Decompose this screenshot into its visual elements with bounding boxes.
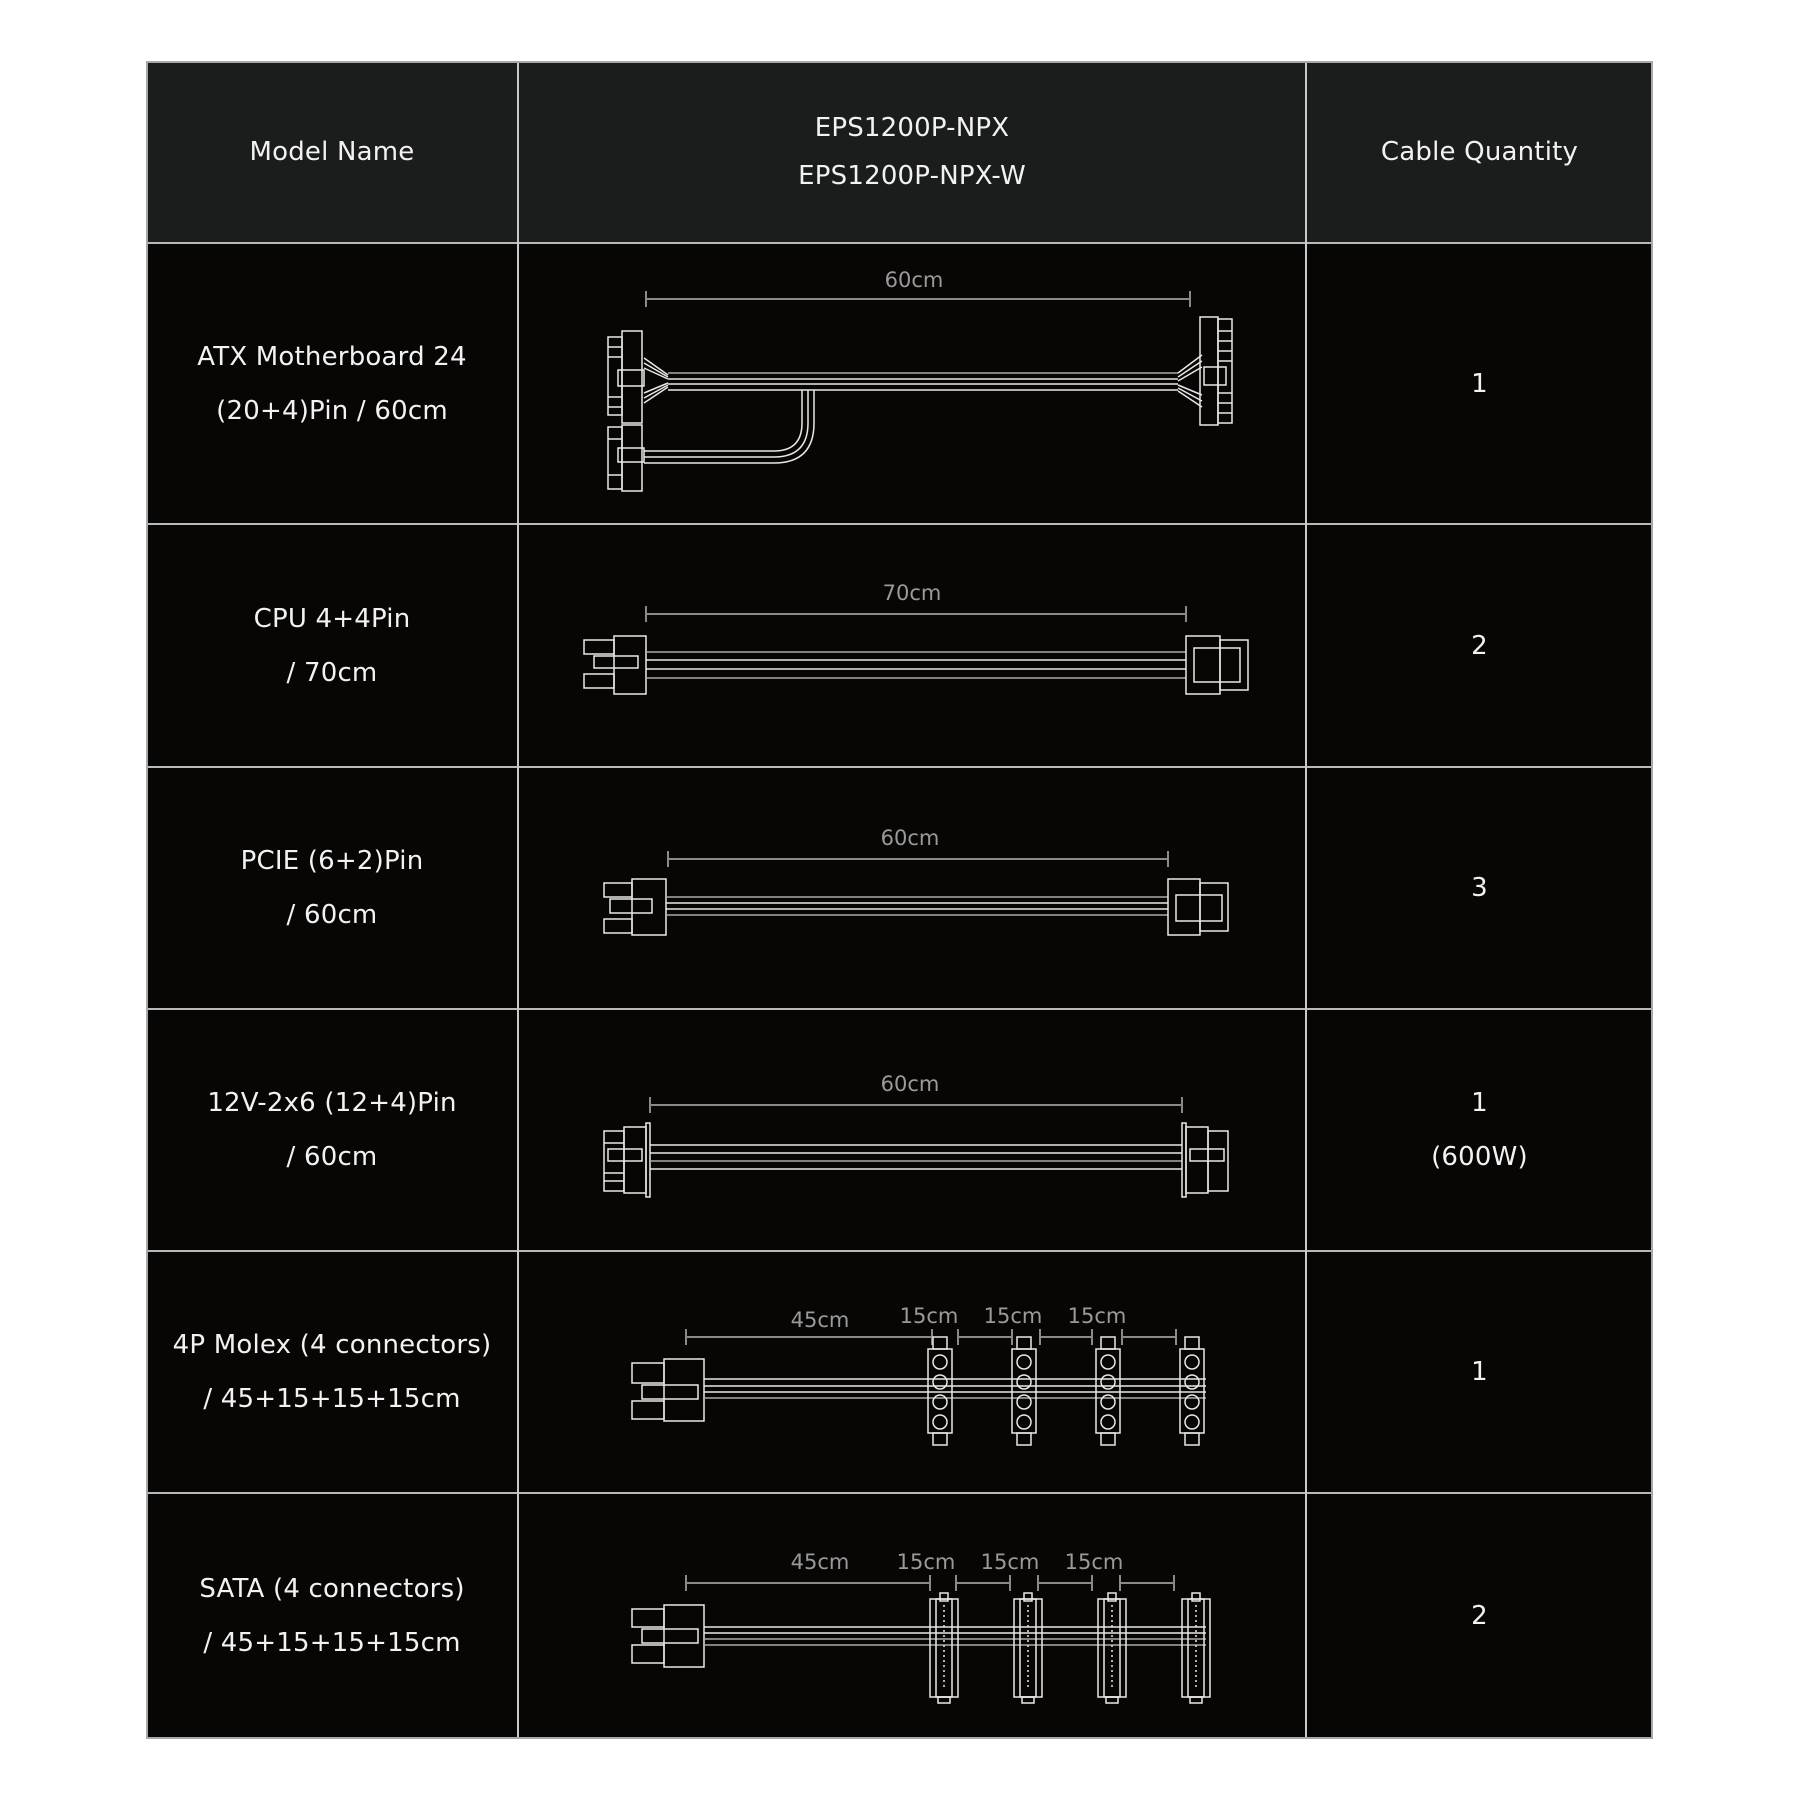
cable-name-line1: 12V-2x6 (12+4)Pin bbox=[207, 1088, 457, 1118]
cable-quantity: 2 bbox=[1306, 524, 1653, 767]
cable-name-line2: / 45+15+15+15cm bbox=[203, 1628, 461, 1658]
header-model-name: Model Name bbox=[146, 61, 518, 243]
cable-name: ATX Motherboard 24 (20+4)Pin / 60cm bbox=[146, 243, 518, 524]
12v-2x6-cable-icon: 60cm bbox=[518, 1009, 1306, 1251]
svg-text:15cm: 15cm bbox=[984, 1304, 1043, 1328]
table-row: 4P Molex (4 connectors) / 45+15+15+15cm … bbox=[146, 1251, 1653, 1493]
cable-name-line2: / 60cm bbox=[286, 900, 378, 930]
svg-text:60cm: 60cm bbox=[885, 268, 944, 292]
svg-text:60cm: 60cm bbox=[881, 1072, 940, 1096]
header-model-name-label: Model Name bbox=[249, 137, 415, 167]
sata-cable-icon: 45cm 15cm 15cm 15cm bbox=[518, 1493, 1306, 1739]
cable-name-line1: SATA (4 connectors) bbox=[199, 1574, 465, 1604]
svg-text:45cm: 45cm bbox=[791, 1550, 850, 1574]
row-divider bbox=[146, 523, 1653, 525]
cable-name-line1: ATX Motherboard 24 bbox=[197, 341, 467, 372]
cable-name: SATA (4 connectors) / 45+15+15+15cm bbox=[146, 1493, 518, 1739]
model-number-1: EPS1200P-NPX bbox=[814, 113, 1010, 143]
table-row: 12V-2x6 (12+4)Pin / 60cm 60cm 1 (600W) bbox=[146, 1009, 1653, 1251]
wattage-note: (600W) bbox=[1431, 1142, 1528, 1172]
cable-quantity: 1 bbox=[1306, 243, 1653, 524]
column-divider bbox=[1305, 61, 1307, 1739]
svg-text:15cm: 15cm bbox=[900, 1304, 959, 1328]
model-number-2: EPS1200P-NPX-W bbox=[798, 161, 1026, 191]
table-row: CPU 4+4Pin / 70cm 70cm 2 bbox=[146, 524, 1653, 767]
header-cable-quantity: Cable Quantity bbox=[1306, 61, 1653, 243]
quantity-value: 2 bbox=[1471, 1601, 1488, 1631]
quantity-value: 2 bbox=[1471, 630, 1488, 661]
cable-name: 4P Molex (4 connectors) / 45+15+15+15cm bbox=[146, 1251, 518, 1493]
header-model-numbers: EPS1200P-NPX EPS1200P-NPX-W bbox=[518, 61, 1306, 243]
pcie-8pin-cable-icon: 60cm bbox=[518, 767, 1306, 1009]
table-row: PCIE (6+2)Pin / 60cm 60cm 3 bbox=[146, 767, 1653, 1009]
atx-24pin-cable-icon: 60cm bbox=[518, 243, 1306, 524]
cable-name-line2: (20+4)Pin / 60cm bbox=[216, 395, 448, 426]
cable-quantity: 3 bbox=[1306, 767, 1653, 1009]
cable-name-line1: 4P Molex (4 connectors) bbox=[172, 1330, 492, 1360]
cable-quantity: 1 (600W) bbox=[1306, 1009, 1653, 1251]
cable-quantity: 2 bbox=[1306, 1493, 1653, 1739]
table-header-row: Model Name EPS1200P-NPX EPS1200P-NPX-W C… bbox=[146, 61, 1653, 243]
cable-spec-table: Model Name EPS1200P-NPX EPS1200P-NPX-W C… bbox=[146, 61, 1653, 1739]
table-row: ATX Motherboard 24 (20+4)Pin / 60cm 60cm bbox=[146, 243, 1653, 524]
svg-text:15cm: 15cm bbox=[1068, 1304, 1127, 1328]
row-divider bbox=[146, 1008, 1653, 1010]
molex-cable-icon: 45cm 15cm 15cm 15cm bbox=[518, 1251, 1306, 1493]
cable-name-line1: PCIE (6+2)Pin bbox=[240, 846, 424, 876]
cable-name-line2: / 60cm bbox=[286, 1142, 378, 1172]
cable-quantity: 1 bbox=[1306, 1251, 1653, 1493]
quantity-value: 1 bbox=[1471, 1088, 1488, 1118]
svg-text:45cm: 45cm bbox=[791, 1308, 850, 1332]
svg-text:15cm: 15cm bbox=[897, 1550, 956, 1574]
svg-text:15cm: 15cm bbox=[1065, 1550, 1124, 1574]
svg-text:70cm: 70cm bbox=[883, 581, 942, 605]
svg-text:15cm: 15cm bbox=[981, 1550, 1040, 1574]
row-divider bbox=[146, 1492, 1653, 1494]
cable-name: PCIE (6+2)Pin / 60cm bbox=[146, 767, 518, 1009]
header-cable-quantity-label: Cable Quantity bbox=[1380, 137, 1579, 167]
cable-name: 12V-2x6 (12+4)Pin / 60cm bbox=[146, 1009, 518, 1251]
row-divider bbox=[146, 766, 1653, 768]
cable-name-line2: / 70cm bbox=[286, 657, 378, 688]
quantity-value: 1 bbox=[1471, 368, 1488, 399]
quantity-value: 3 bbox=[1471, 873, 1488, 903]
table-row: SATA (4 connectors) / 45+15+15+15cm 45cm… bbox=[146, 1493, 1653, 1739]
row-divider bbox=[146, 242, 1653, 244]
row-divider bbox=[146, 1250, 1653, 1252]
column-divider bbox=[517, 61, 519, 1739]
cable-name-line1: CPU 4+4Pin bbox=[253, 603, 411, 634]
cpu-8pin-cable-icon: 70cm bbox=[518, 524, 1306, 767]
cable-name: CPU 4+4Pin / 70cm bbox=[146, 524, 518, 767]
cable-name-line2: / 45+15+15+15cm bbox=[203, 1384, 461, 1414]
svg-text:60cm: 60cm bbox=[881, 826, 940, 850]
quantity-value: 1 bbox=[1471, 1357, 1488, 1387]
